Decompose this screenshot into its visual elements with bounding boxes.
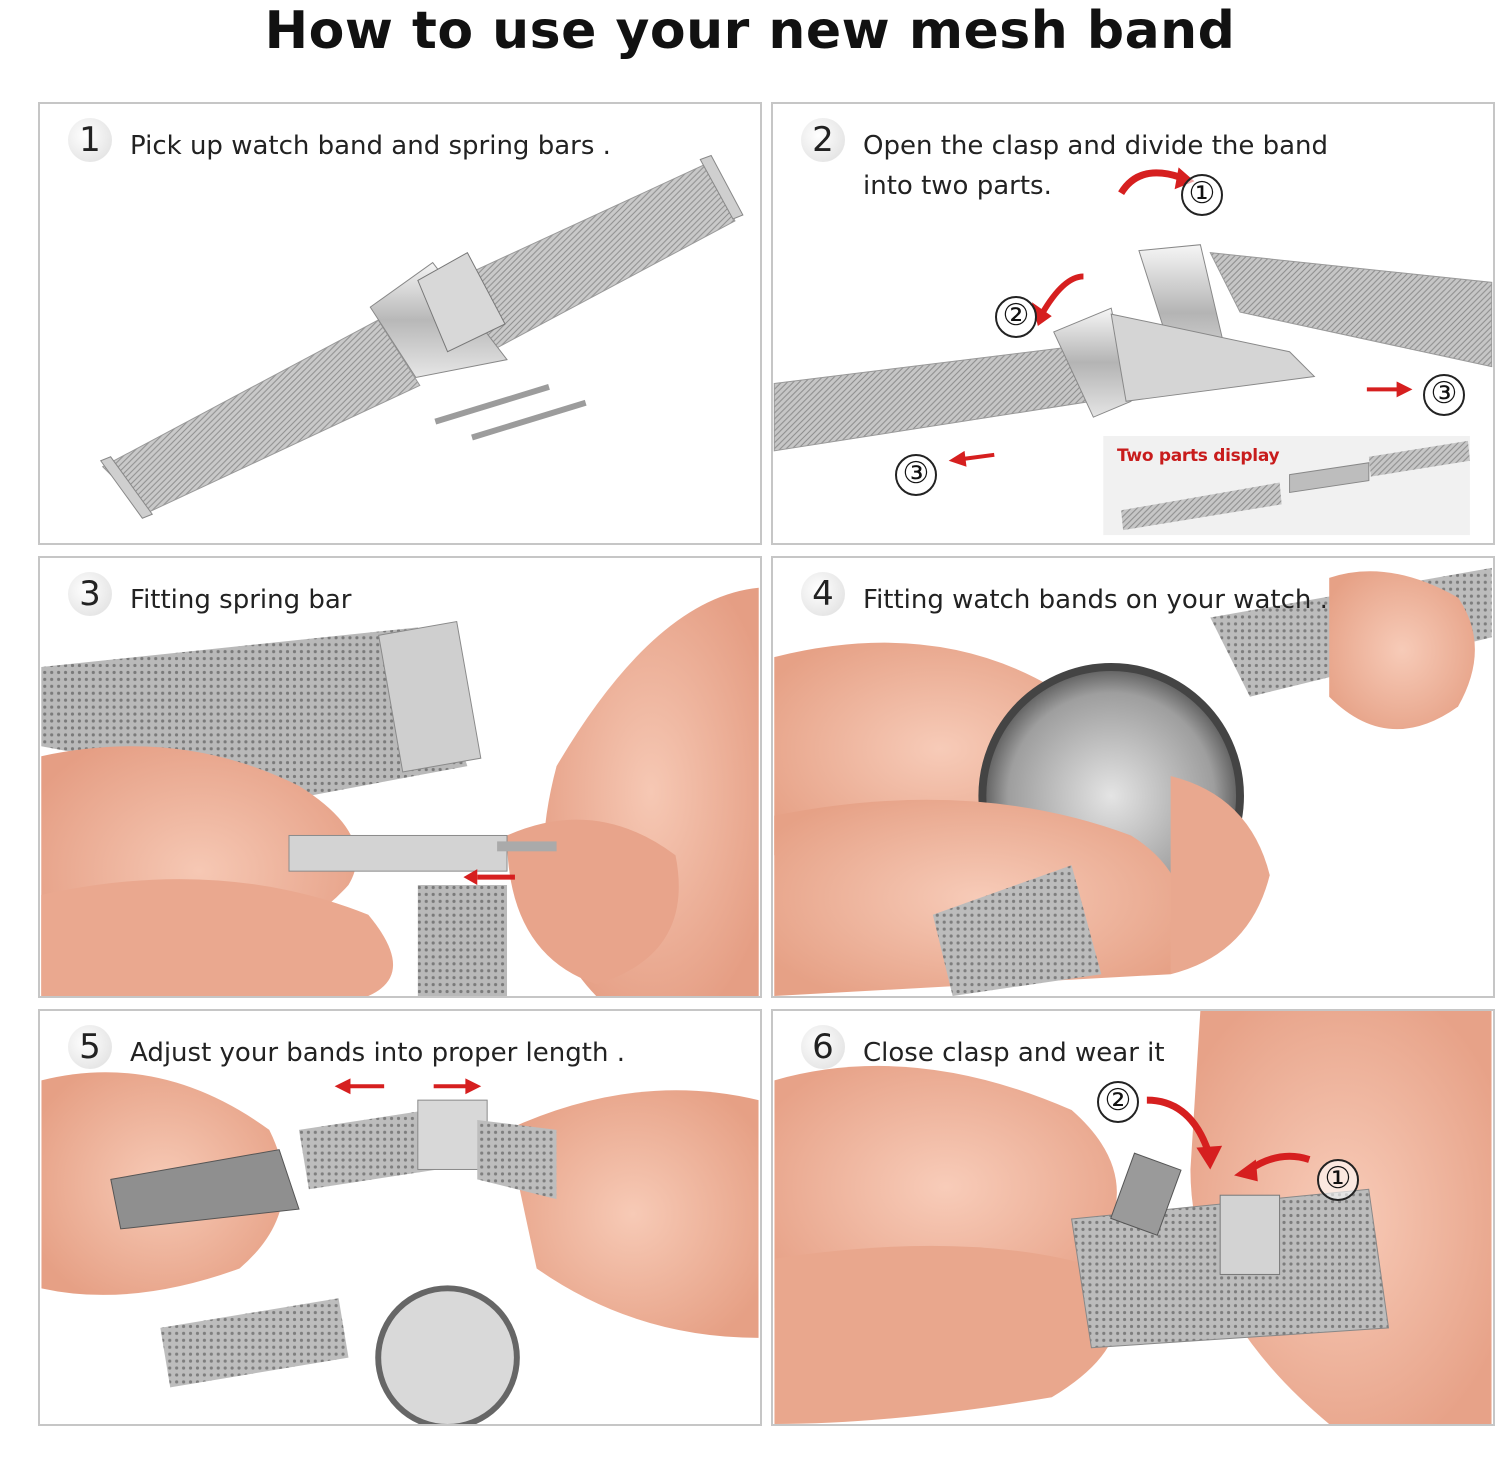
step-number-badge: 6 [801, 1025, 845, 1069]
fitting-band-on-watch-photo [774, 567, 1492, 996]
close-clasp-photo [774, 1011, 1492, 1424]
step-1-panel: 1 Pick up watch band and spring bars . [38, 102, 762, 545]
step-instruction: Pick up watch band and spring bars . [130, 131, 611, 161]
step-instruction: Fitting watch bands on your watch . [863, 585, 1328, 615]
marker-3-right: ③ [1423, 374, 1465, 416]
marker-3-left: ③ [895, 454, 937, 496]
page-title: How to use your new mesh band [264, 1, 1236, 61]
fitting-spring-bar-photo [41, 587, 759, 996]
step-number-badge: 3 [68, 572, 112, 616]
step-2-panel: 2 Open the clasp and divide the band int… [771, 102, 1495, 545]
marker-1: ① [1317, 1159, 1359, 1201]
step-instruction: Adjust your bands into proper length . [130, 1038, 625, 1068]
open-clasp-illustration [773, 167, 1493, 536]
step-6-panel: 6 Close clasp and wear it ② ① [771, 1009, 1495, 1426]
marker-1: ① [1181, 174, 1223, 216]
step-number-badge: 5 [68, 1025, 112, 1069]
step-number-badge: 4 [801, 572, 845, 616]
step-3-panel: 3 Fitting spring bar [38, 556, 762, 998]
step-number-badge: 2 [801, 118, 845, 162]
adjust-band-length-photo [41, 1072, 759, 1424]
marker-2: ② [1097, 1081, 1139, 1123]
step-instruction: Close clasp and wear it [863, 1038, 1165, 1068]
mesh-band-illustration [99, 154, 744, 519]
step-4-panel: 4 Fitting watch bands on your watch . [771, 556, 1495, 998]
step-number-badge: 1 [68, 118, 112, 162]
marker-2: ② [995, 296, 1037, 338]
step-5-panel: 5 Adjust your bands into proper length . [38, 1009, 762, 1426]
step-instruction: Fitting spring bar [130, 585, 352, 615]
inset-label: Two parts display [1117, 446, 1280, 466]
step-instruction: Open the clasp and divide the band into … [863, 131, 1329, 201]
